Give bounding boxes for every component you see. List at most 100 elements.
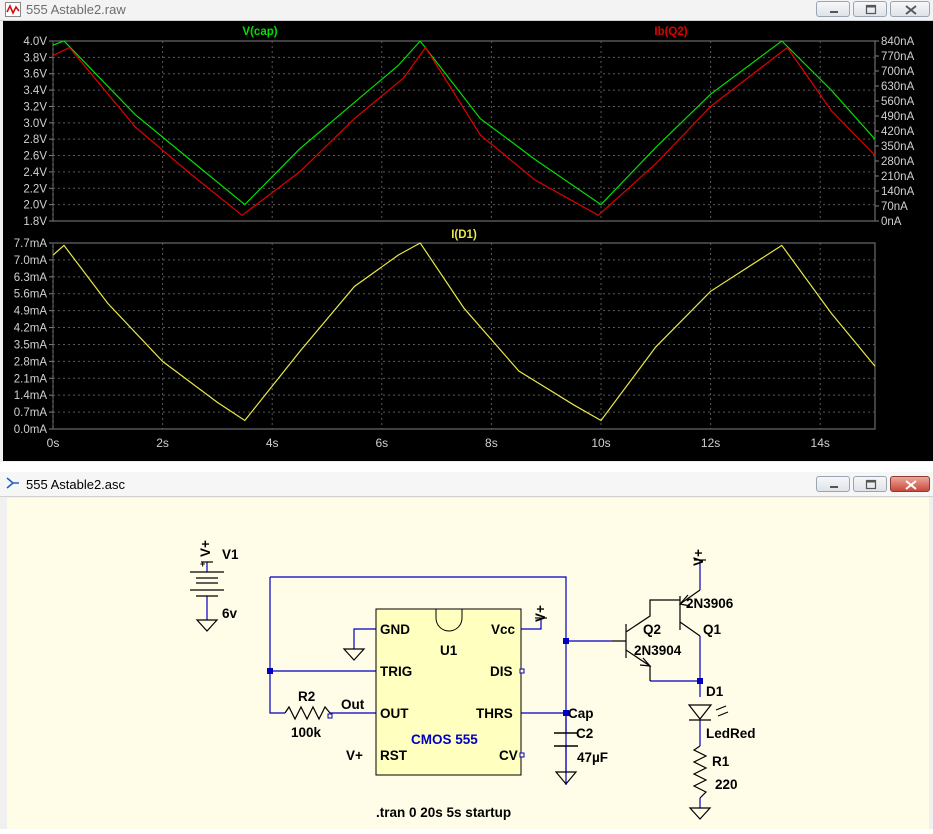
y-tick-label: 1.4mA: [14, 390, 48, 402]
tran-directive[interactable]: .tran 0 20s 5s startup: [376, 805, 511, 820]
y-right-tick-label: 700nA: [881, 66, 915, 78]
q1-ref[interactable]: Q1: [703, 622, 722, 637]
pin-ports: [327, 668, 525, 758]
u1-pin-vcc: Vcc: [491, 622, 516, 637]
ground-icon: [195, 619, 712, 820]
x-tick-label: 12s: [701, 436, 720, 450]
y-tick-label: 3.5mA: [14, 339, 48, 351]
minimize-button[interactable]: [816, 476, 850, 492]
u1-body[interactable]: [375, 608, 522, 776]
maximize-icon: [865, 4, 877, 15]
r2-value[interactable]: 100k: [291, 725, 322, 740]
axis-ticks: 4.0V3.8V3.6V3.4V3.2V3.0V2.8V2.6V2.4V2.2V…: [14, 36, 915, 450]
lower-pane-frame: [52, 242, 876, 430]
grid: [49, 40, 879, 430]
y-tick-label: 2.8V: [23, 134, 47, 146]
q2-ref[interactable]: Q2: [643, 622, 661, 637]
q1-transistor-icon[interactable]: [678, 589, 701, 637]
maximize-button[interactable]: [853, 1, 887, 17]
y-right-tick-label: 350nA: [881, 141, 915, 153]
x-tick-label: 0s: [47, 436, 60, 450]
window-title: 555 Astable2.raw: [26, 2, 126, 17]
u1-model[interactable]: CMOS 555: [411, 732, 478, 747]
d1-ref[interactable]: D1: [706, 684, 724, 699]
junctions: [267, 638, 703, 716]
legend-id1[interactable]: I(D1): [451, 229, 477, 241]
window-title: 555 Astable2.asc: [26, 477, 126, 492]
v1-value[interactable]: 6v: [222, 606, 238, 621]
close-icon: [905, 480, 917, 490]
close-button[interactable]: [890, 1, 930, 17]
y-tick-label: 2.8mA: [14, 356, 48, 368]
waveform-titlebar[interactable]: 555 Astable2.raw: [0, 0, 933, 21]
x-tick-label: 14s: [811, 436, 830, 450]
d1-model[interactable]: LedRed: [706, 726, 756, 741]
schematic-drawing[interactable]: V+ + V1 6v GND Vcc U1 TRIG DIS OUT THRS …: [7, 498, 929, 829]
r1-value[interactable]: 220: [715, 777, 738, 792]
traces: [52, 40, 876, 422]
y-tick-label: 7.7mA: [14, 238, 48, 250]
u1-pin-out: OUT: [380, 706, 409, 721]
trace-ibq2[interactable]: [52, 46, 876, 217]
u1-pin-trig: TRIG: [380, 664, 412, 679]
schematic-canvas[interactable]: V+ + V1 6v GND Vcc U1 TRIG DIS OUT THRS …: [7, 498, 929, 829]
v1-ref[interactable]: V1: [222, 547, 239, 562]
y-tick-label: 3.8V: [23, 52, 47, 64]
waveform-canvas[interactable]: 4.0V3.8V3.6V3.4V3.2V3.0V2.8V2.6V2.4V2.2V…: [3, 21, 933, 461]
y-tick-label: 3.0V: [23, 118, 47, 130]
x-tick-label: 4s: [266, 436, 279, 450]
d1-led-icon[interactable]: [687, 704, 729, 721]
u1-pin-gnd: GND: [380, 622, 410, 637]
y-tick-label: 2.4V: [23, 167, 47, 179]
y-tick-label: 4.9mA: [14, 306, 48, 318]
c2-value[interactable]: 47µF: [577, 750, 608, 765]
close-button[interactable]: [890, 476, 930, 492]
u1-pin-thrs: THRS: [476, 706, 513, 721]
y-tick-label: 3.2V: [23, 101, 47, 113]
q1-vplus-net: V+: [691, 549, 706, 566]
r2-resistor-icon[interactable]: [284, 705, 331, 721]
maximize-icon: [865, 479, 877, 490]
y-tick-label: 4.2mA: [14, 323, 48, 335]
q1-model[interactable]: 2N3906: [686, 596, 734, 611]
r1-ref[interactable]: R1: [712, 754, 730, 769]
legend-ibq2[interactable]: Ib(Q2): [654, 26, 687, 38]
q2-transistor-icon[interactable]: [612, 599, 680, 681]
schematic-icon: [6, 477, 19, 489]
waveform-icon: [5, 2, 21, 17]
y-right-tick-label: 140nA: [881, 186, 915, 198]
y-tick-label: 3.6V: [23, 69, 47, 81]
y-right-tick-label: 630nA: [881, 81, 915, 93]
y-tick-label: 1.8V: [23, 216, 47, 228]
u1-pin-rst: RST: [380, 748, 408, 763]
y-right-tick-label: 490nA: [881, 111, 915, 123]
trace-vcap[interactable]: [52, 40, 876, 206]
vplus-flag-icon: [201, 559, 706, 619]
y-right-tick-label: 210nA: [881, 171, 915, 183]
close-icon: [905, 5, 917, 15]
q2-model[interactable]: 2N3904: [634, 643, 682, 658]
minimize-icon: [830, 486, 838, 488]
v1-plus-sign: +: [200, 559, 205, 569]
x-tick-label: 6s: [375, 436, 388, 450]
minimize-button[interactable]: [816, 1, 850, 17]
y-tick-label: 4.0V: [23, 36, 47, 48]
c2-capacitor-icon[interactable]: [554, 732, 578, 747]
u1-ref[interactable]: U1: [440, 643, 458, 658]
out-net-label: Out: [341, 697, 365, 712]
minimize-icon: [830, 11, 838, 13]
c2-ref[interactable]: C2: [576, 726, 593, 741]
legend-vcap[interactable]: V(cap): [242, 26, 277, 38]
r2-ref[interactable]: R2: [298, 689, 315, 704]
y-tick-label: 2.2V: [23, 183, 47, 195]
r1-resistor-icon[interactable]: [692, 745, 708, 799]
y-right-tick-label: 560nA: [881, 96, 915, 108]
y-tick-label: 0.0mA: [14, 424, 48, 436]
trace-id1[interactable]: [52, 242, 876, 422]
y-tick-label: 3.4V: [23, 85, 47, 97]
y-tick-label: 2.0V: [23, 200, 47, 212]
maximize-button[interactable]: [853, 476, 887, 492]
v1-battery-icon[interactable]: [190, 571, 224, 597]
schematic-titlebar[interactable]: 555 Astable2.asc: [0, 472, 933, 497]
